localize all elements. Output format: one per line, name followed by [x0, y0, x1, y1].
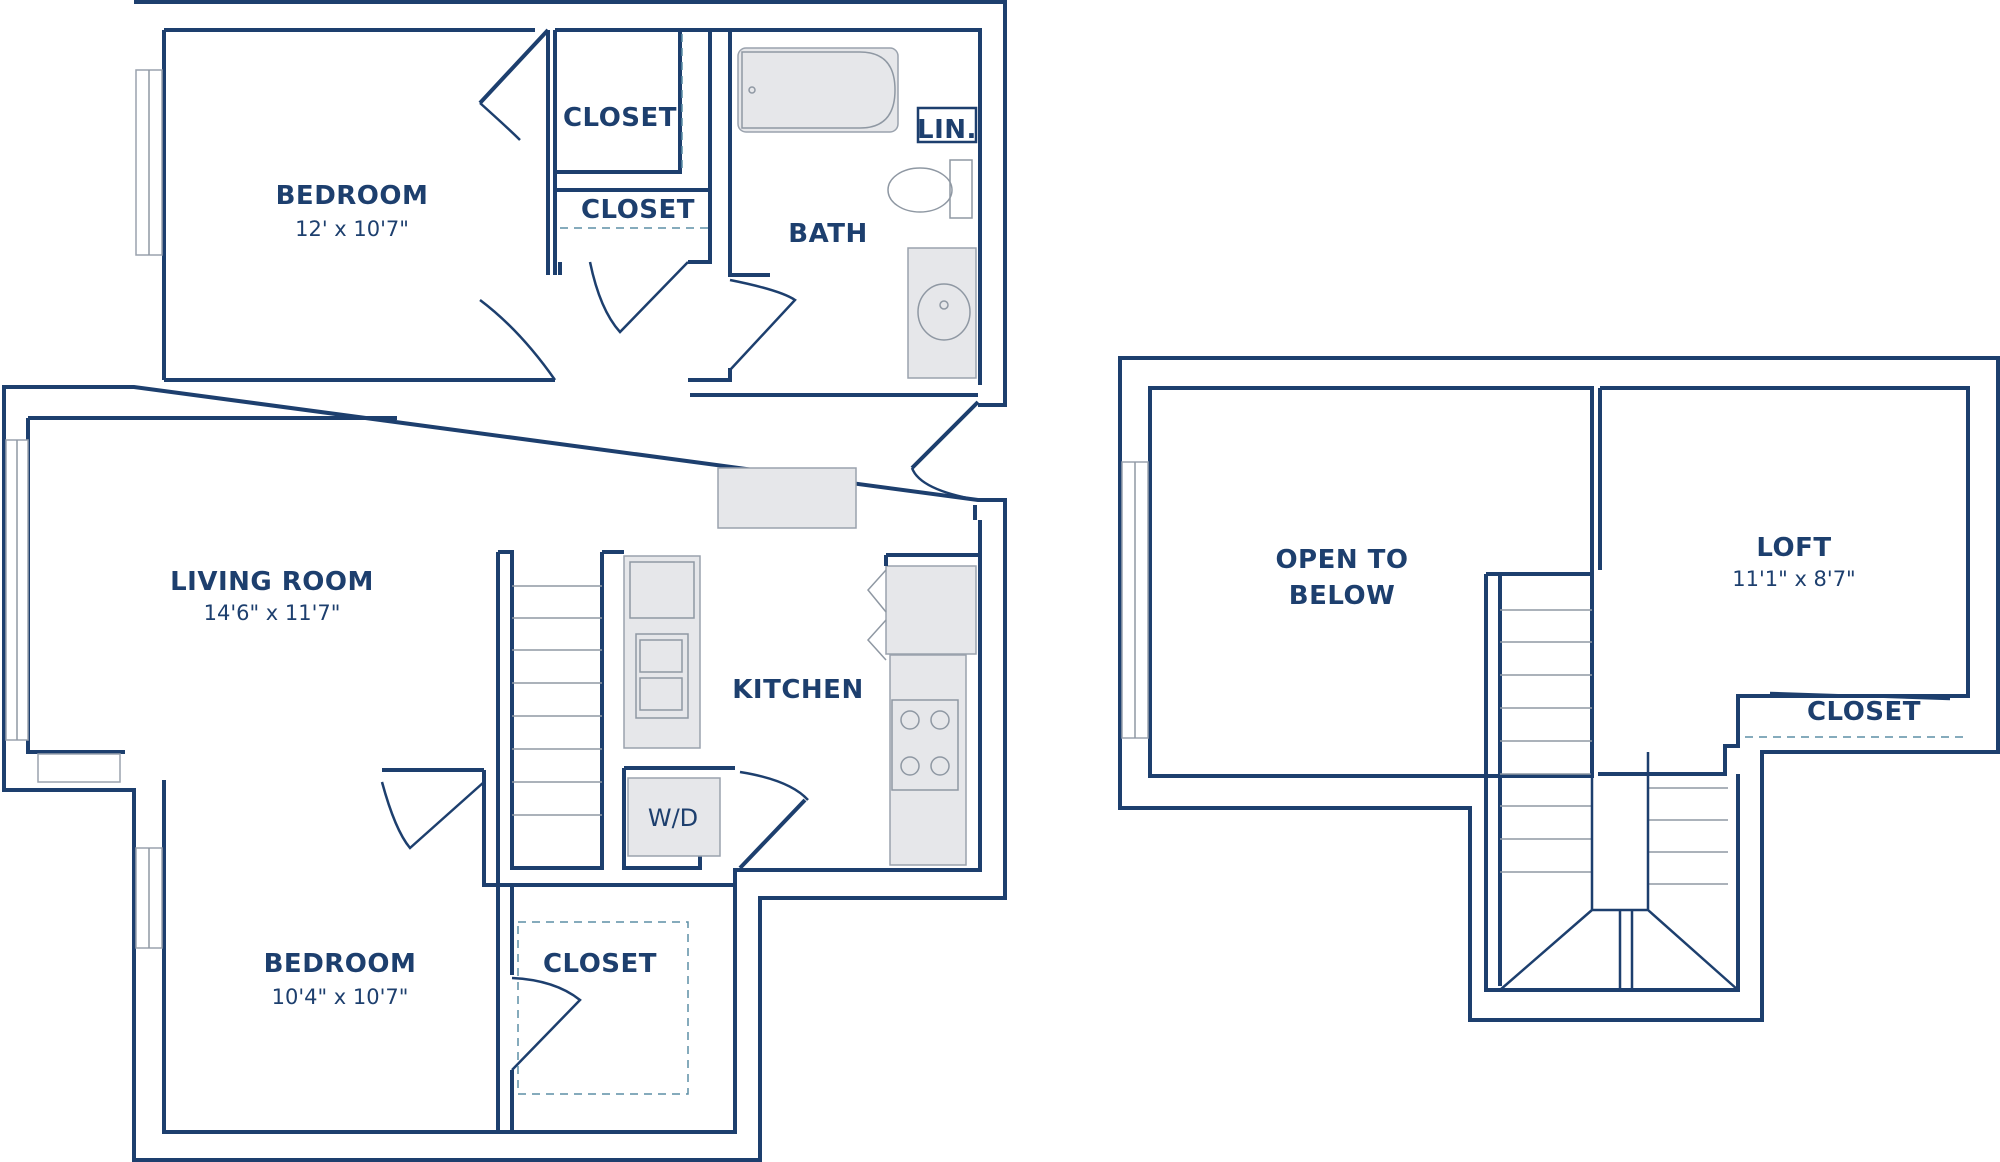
- open-to-below-line2: BELOW: [1289, 581, 1396, 611]
- living-room-dimensions: 14'6" x 11'7": [204, 601, 341, 625]
- room-labels: BEDROOM 12' x 10'7" CLOSET CLOSET BATH L…: [170, 103, 1921, 1009]
- washer-dryer: [627, 777, 721, 857]
- linen-label: LIN.: [917, 115, 977, 145]
- lower-level: [2, 0, 1007, 1162]
- hall-wall: [688, 368, 978, 397]
- stove: [891, 699, 959, 791]
- sink: [917, 283, 971, 341]
- refrigerator: [885, 565, 977, 655]
- upper-level: [1118, 356, 2000, 1022]
- loft-closet-label: CLOSET: [1807, 697, 1921, 727]
- hall-closet-label: CLOSET: [581, 195, 695, 225]
- double-sink: [635, 633, 689, 719]
- kitchen-island: [717, 467, 857, 529]
- bedroom-2-closet-label: CLOSET: [543, 949, 657, 979]
- range-counter: [889, 654, 967, 866]
- stair-walls: [382, 550, 735, 1132]
- bedroom-2-dimensions: 10'4" x 10'7": [272, 985, 409, 1009]
- kitchen-fixtures: [622, 467, 978, 870]
- window-living-bottom: [37, 753, 121, 783]
- kitchen-label: KITCHEN: [732, 675, 863, 705]
- washer-dryer-label: W/D: [648, 804, 698, 832]
- lower-exterior-wall-inner: [26, 28, 982, 1134]
- bedroom-1-dimensions: 12' x 10'7": [295, 217, 409, 241]
- living-room-label: LIVING ROOM: [170, 567, 374, 597]
- bedroom-1-closet-label: CLOSET: [563, 103, 677, 133]
- toilet: [887, 167, 953, 213]
- stairs-upper: [1484, 572, 1740, 992]
- lower-exterior-wall: [2, 0, 1007, 1162]
- bedroom-1-walls: [164, 28, 770, 382]
- vanity: [907, 247, 977, 379]
- bathtub: [737, 47, 899, 133]
- open-to-below-line1: OPEN TO: [1275, 545, 1408, 575]
- upper-exterior-wall: [1118, 356, 2000, 1022]
- stairs-lower: [512, 585, 602, 816]
- bedroom-1-label: BEDROOM: [276, 181, 429, 211]
- loft-dimensions: 11'1" x 8'7": [1732, 567, 1855, 591]
- bath-fixtures: [737, 47, 978, 379]
- linen-closet: [916, 106, 978, 144]
- loft-label: LOFT: [1756, 533, 1831, 563]
- bath-label: BATH: [788, 219, 867, 249]
- kitchen-wall: [622, 553, 978, 870]
- bedroom-2-label: BEDROOM: [264, 949, 417, 979]
